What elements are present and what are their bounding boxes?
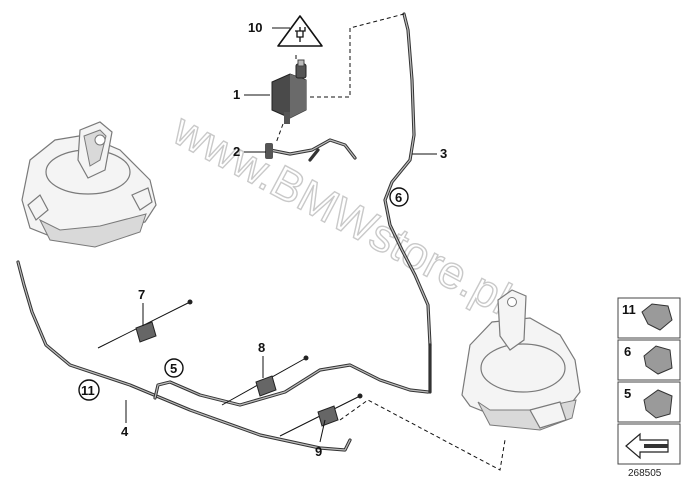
clip-9 <box>279 393 363 437</box>
clip-icon <box>641 303 673 331</box>
callouts: 10 1 2 3 6 7 8 5 11 4 9 <box>78 20 447 459</box>
clip-8 <box>221 355 309 406</box>
callout-4: 4 <box>121 424 129 439</box>
callout-1: 1 <box>233 87 240 102</box>
hose-connector <box>265 143 273 159</box>
engine-mount-left <box>21 121 157 248</box>
callout-circle-6-label: 6 <box>395 190 402 205</box>
callout-10: 10 <box>248 20 262 35</box>
callout-2: 2 <box>233 144 240 159</box>
reference-number: 268505 <box>628 468 662 479</box>
legend-label-5: 5 <box>624 386 631 401</box>
callout-circle-6 <box>389 187 409 207</box>
callout-circle-5-label: 5 <box>170 361 177 376</box>
engine-mount-right <box>461 289 581 431</box>
electrical-connector-warning-icon <box>277 15 323 47</box>
callout-circle-11-label: 11 <box>81 383 95 398</box>
legend-panel: 11 6 5 <box>617 297 681 465</box>
vacuum-hoses <box>16 12 432 452</box>
clip-icon <box>643 389 673 419</box>
clip-icon <box>643 345 673 375</box>
callout-circle-5 <box>164 358 184 378</box>
connection-lines <box>275 13 506 471</box>
callout-3: 3 <box>440 146 447 161</box>
legend-label-6: 6 <box>624 344 631 359</box>
watermark: www.BMWstore.pl <box>164 102 519 324</box>
solenoid-valve <box>271 59 307 124</box>
callout-circle-11 <box>78 379 100 401</box>
callout-7: 7 <box>138 287 145 302</box>
callout-9: 9 <box>315 444 322 459</box>
clip-7 <box>97 299 193 349</box>
legend-label-11: 11 <box>622 302 636 317</box>
callout-8: 8 <box>258 340 265 355</box>
